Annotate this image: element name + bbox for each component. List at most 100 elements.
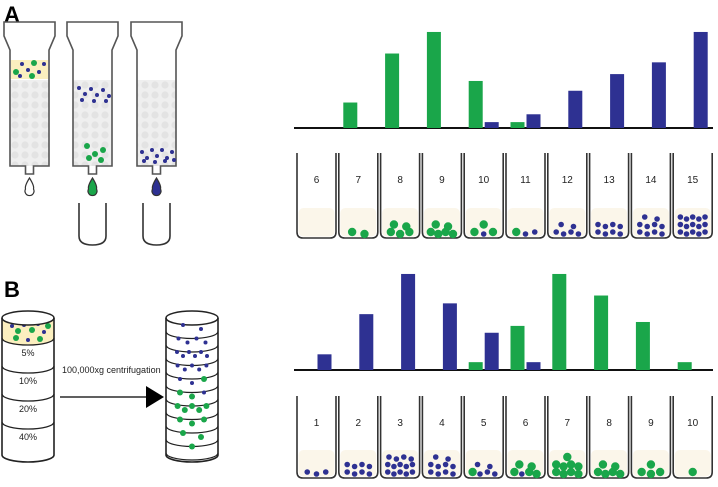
fraction-tube-4: 4 [421,396,463,479]
column-outline [66,21,119,175]
blue-particle [450,471,456,477]
gradient-step-label: 20% [19,404,37,414]
green-particle [448,229,458,239]
green-particle [598,460,608,469]
blue-particle [531,229,538,235]
fraction-boundary [165,425,219,434]
tube-outline [588,153,630,239]
tube-number: 6 [523,418,529,429]
drip-clear [24,176,35,197]
fraction-boundary [165,452,219,461]
blue-particle [170,150,174,154]
green-particle [189,420,195,427]
fraction-tube-9: 9 [630,396,672,479]
tube-outline [505,153,546,239]
blue-particle [391,471,397,477]
tube-number: 7 [565,418,571,429]
blue-particle [702,221,708,228]
blue-particle [408,456,415,462]
blue-particle [696,216,702,222]
fraction-tube-10: 10 [463,153,504,239]
blue-particle [42,62,46,66]
green-particle [593,467,603,477]
bar-green-6 [510,325,525,370]
tube-outline [338,396,379,479]
green-particle [646,469,656,479]
green-particle [616,469,625,479]
bar-blue-13 [610,74,625,128]
blue-particle [26,68,30,72]
tube-number: 15 [687,175,699,186]
blue-particle [484,469,491,475]
green-particle [29,73,35,79]
blue-particle [181,354,185,358]
fraction-tube-11: 11 [505,153,546,239]
blue-particle [20,62,24,66]
fraction-tube-14: 14 [630,153,672,239]
tube-outline [165,318,219,463]
green-particle [177,416,183,423]
blue-particle [602,231,609,237]
blue-particle [205,354,209,358]
column-eluting [130,21,183,246]
blue-particle [89,87,93,91]
tube-liquid [591,208,628,237]
blue-particle [683,216,690,222]
blue-particle [190,381,194,385]
green-particle [13,335,19,341]
tube-outline [421,396,463,479]
panel-a-label: A [4,2,20,27]
blue-particle [366,463,373,470]
fraction-tube-15: 15 [672,153,713,239]
blue-particle [689,229,696,235]
blue-particle [172,158,176,162]
blue-particle [145,156,149,160]
blue-particle [644,223,650,230]
blue-particle [304,469,311,475]
blue-particle [595,221,601,228]
resin-bed [73,80,112,166]
centrifugation-arrow [60,386,164,408]
blue-particle [197,367,202,372]
blue-particle [182,367,187,372]
tube-number: 9 [439,175,445,186]
blue-particle [696,231,702,237]
drip-blue [151,176,162,197]
blue-particle [602,223,609,230]
blue-particle [659,231,665,237]
blue-particle [142,159,146,163]
tube-outline [463,153,504,239]
tube-outline [505,396,546,479]
blue-particle [428,461,434,468]
green-particle [426,227,435,237]
blue-particle [194,336,199,341]
green-particle [512,227,521,237]
fraction-tube-7: 7 [338,153,379,239]
fraction-boundary [165,371,219,380]
blue-particle [477,471,483,477]
green-particle [196,407,203,413]
green-particle [552,467,561,477]
tube-outline [421,153,463,239]
blue-particle [677,229,684,235]
gradient-step-label: 10% [19,376,37,386]
tube-liquid [549,208,586,237]
blue-particle [553,229,559,235]
blue-particle [92,99,96,103]
blue-particle [641,214,648,220]
gradient-boundary [1,365,55,374]
fraction-tube-9: 9 [421,153,463,239]
green-particle [431,220,440,229]
green-particle [198,434,204,440]
blue-particle [37,70,41,74]
fraction-tube-2: 2 [338,396,379,479]
blue-particle [575,231,582,237]
blue-particle [702,229,708,235]
bar-blue-12 [568,90,583,128]
blue-particle [150,148,154,152]
blue-particle [610,221,616,228]
tube-number: 11 [520,175,531,186]
blue-particle [107,94,111,98]
